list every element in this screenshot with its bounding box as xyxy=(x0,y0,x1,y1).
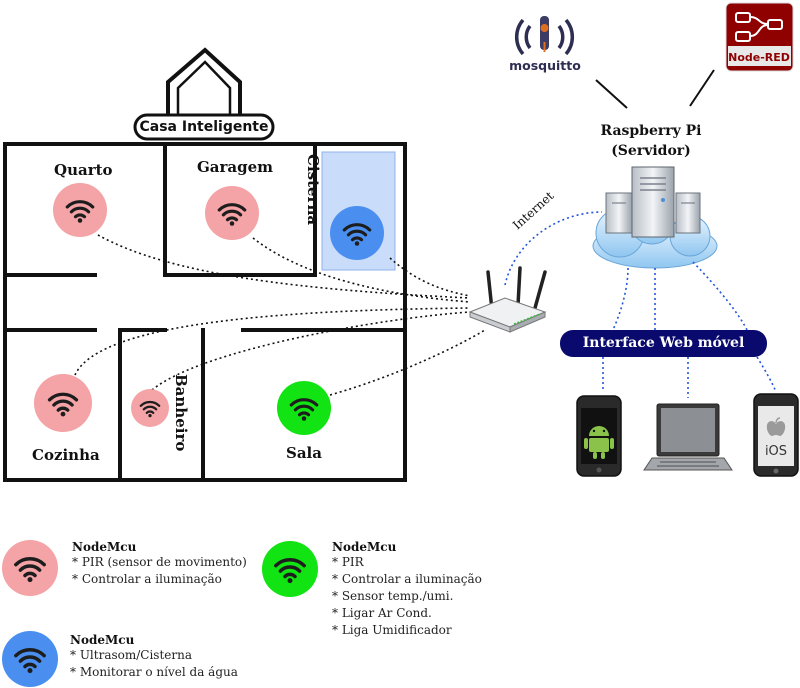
wifi-icon xyxy=(14,648,46,675)
laptop-icon xyxy=(643,403,733,471)
mosquitto-connector xyxy=(595,79,628,109)
interface-label: Interface Web móvel xyxy=(582,335,745,351)
room-label-quarto: Quarto xyxy=(54,161,113,179)
interface-banner xyxy=(560,330,767,357)
house-roof-icon xyxy=(166,47,242,115)
node-banheiro xyxy=(131,389,169,427)
legend-title: NodeMcu xyxy=(72,540,137,554)
room-label-cisterna: Cisterna xyxy=(304,154,322,226)
node-quarto xyxy=(53,183,107,237)
wifi-icon xyxy=(14,557,46,584)
node-garagem xyxy=(205,186,259,240)
internet-link xyxy=(504,211,603,286)
mosquitto-logo-icon xyxy=(515,16,574,56)
ios-phone-icon xyxy=(753,393,799,477)
room-label-sala: Sala xyxy=(286,444,322,462)
legend-item: * Ultrasom/Cisterna xyxy=(70,648,193,662)
server-label-line1: Raspberry Pi xyxy=(600,123,702,139)
legend-item: * Liga Umidificador xyxy=(332,623,452,637)
node-cisterna xyxy=(330,206,384,260)
server-label: Raspberry Pi (Servidor) xyxy=(590,121,712,161)
cloud-links xyxy=(602,261,777,398)
server-icon xyxy=(605,166,701,238)
house-title: Casa Inteligente xyxy=(139,119,269,135)
wifi-icon xyxy=(274,558,306,585)
node-red-wordmark: Node-RED xyxy=(728,51,790,64)
node-red-connector xyxy=(689,69,715,107)
room-label-garagem: Garagem xyxy=(197,158,274,176)
legend-item: * Monitorar o nível da água xyxy=(70,665,238,679)
node-red-logo-icon xyxy=(725,2,794,72)
house-title-box xyxy=(133,113,275,141)
mosquitto-wordmark: mosquitto xyxy=(509,58,581,73)
legend-item: * Controlar a iluminação xyxy=(72,572,222,586)
android-phone-icon xyxy=(576,395,622,477)
room-label-banheiro: Banheiro xyxy=(172,374,190,452)
legend-title: NodeMcu xyxy=(332,540,397,554)
legend-green-node xyxy=(262,541,318,597)
room-label-cozinha: Cozinha xyxy=(32,446,100,464)
legend-pink-text: NodeMcu * PIR (sensor de movimento) * Co… xyxy=(72,540,247,588)
ios-label: iOS xyxy=(764,444,788,459)
legend-blue-node xyxy=(2,631,58,687)
router-icon xyxy=(468,266,547,333)
legend-item: * PIR xyxy=(332,555,364,569)
legend-pink-node xyxy=(2,540,58,596)
wireless-links xyxy=(74,234,486,396)
floor-plan-walls xyxy=(3,142,407,482)
legend-title: NodeMcu xyxy=(70,633,135,647)
node-sala xyxy=(277,381,331,435)
server-label-line2: (Servidor) xyxy=(611,143,691,159)
legend-green-text: NodeMcu * PIR * Controlar a iluminação *… xyxy=(332,540,482,639)
node-cozinha xyxy=(34,374,92,432)
legend-item: * Controlar a iluminação xyxy=(332,572,482,586)
legend-item: * Ligar Ar Cond. xyxy=(332,606,432,620)
legend-blue-text: NodeMcu * Ultrasom/Cisterna * Monitorar … xyxy=(70,633,238,681)
legend-item: * PIR (sensor de movimento) xyxy=(72,555,247,569)
legend-item: * Sensor temp./umi. xyxy=(332,589,454,603)
